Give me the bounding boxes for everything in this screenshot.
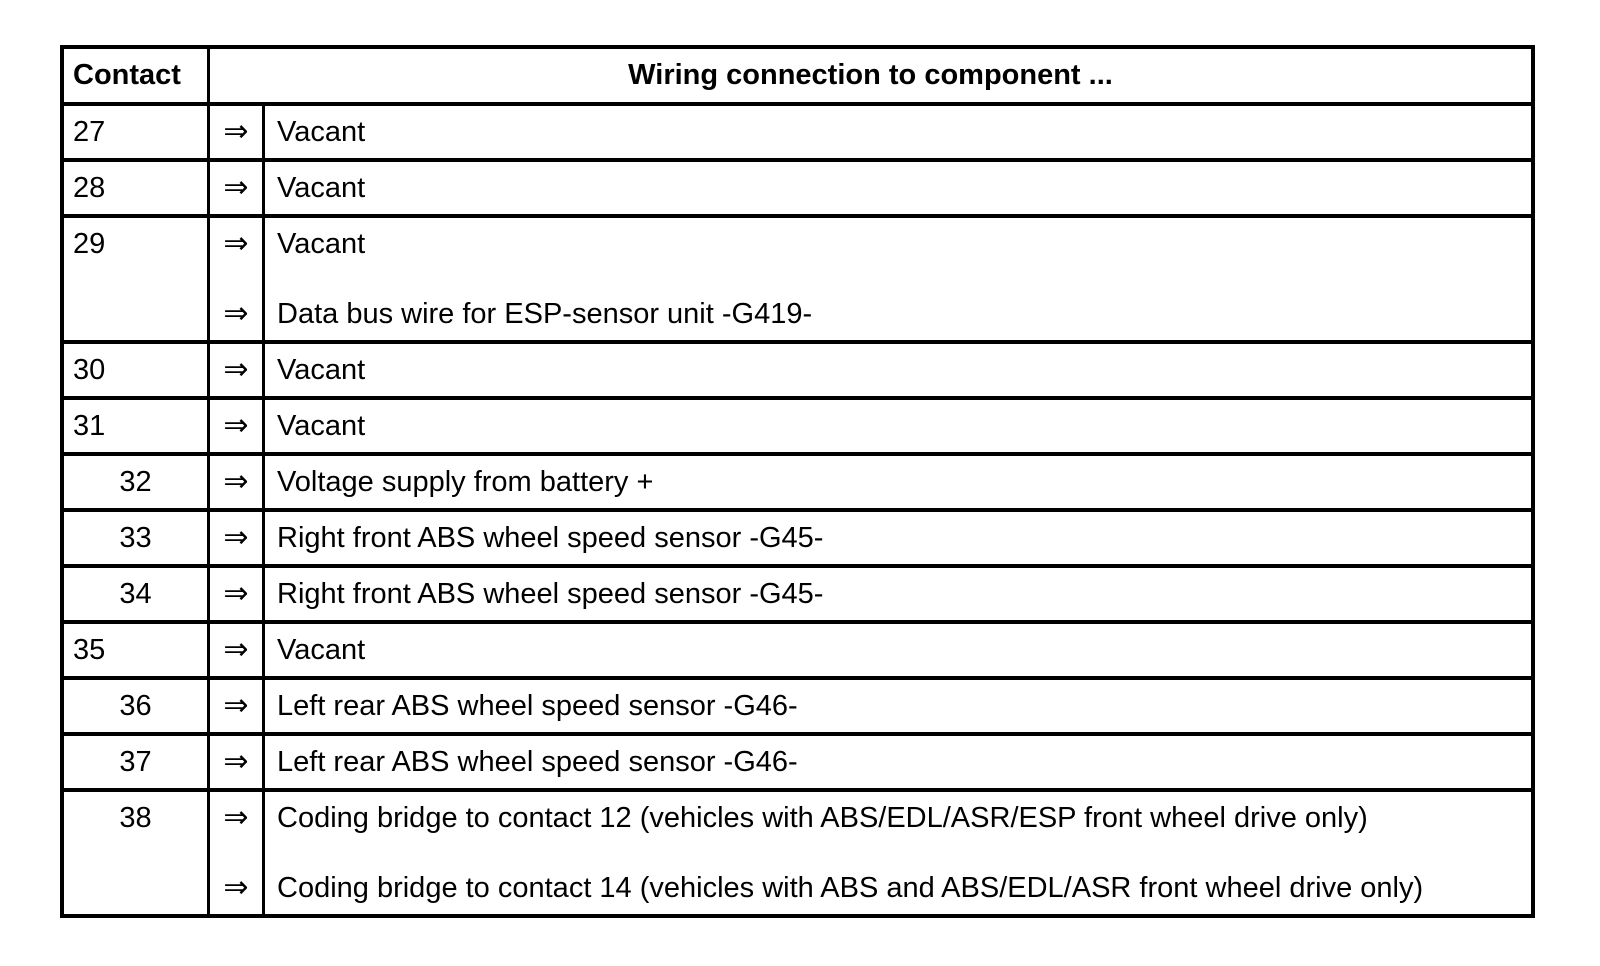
contact-cell: 30: [64, 344, 207, 396]
contact-number: 27: [73, 115, 106, 148]
wiring-column-header: Wiring connection to component ...: [207, 49, 1531, 102]
connection-cell: Right front ABS wheel speed sensor -G45-: [262, 512, 1531, 564]
arrow-cell: ⇒: [207, 400, 262, 452]
connection-text: Right front ABS wheel speed sensor -G45-: [277, 577, 824, 610]
table-header-row: Contact Wiring connection to component .…: [64, 49, 1531, 102]
double-arrow-icon: ⇒: [223, 464, 249, 499]
double-arrow-icon: ⇒: [223, 744, 249, 779]
table-row: 27 ⇒ Vacant: [64, 102, 1531, 158]
contact-number: 34: [119, 577, 152, 610]
contact-cell: 37: [64, 736, 207, 788]
arrow-cell: ⇒⇒: [207, 218, 262, 340]
arrow-cell: ⇒: [207, 736, 262, 788]
contact-number: 31: [73, 409, 106, 442]
contact-column-header: Contact: [73, 59, 181, 91]
contact-number: 38: [119, 801, 152, 834]
arrow-cell: ⇒: [207, 624, 262, 676]
table-row: 38 ⇒⇒ Coding bridge to contact 12 (vehic…: [64, 788, 1531, 914]
connection-cell: Left rear ABS wheel speed sensor -G46-: [262, 736, 1531, 788]
connection-text: Coding bridge to contact 14 (vehicles wi…: [277, 871, 1424, 904]
connection-cell: Voltage supply from battery +: [262, 456, 1531, 508]
contact-number: 28: [73, 171, 106, 204]
double-arrow-icon: ⇒: [223, 226, 249, 261]
table-row: 37 ⇒ Left rear ABS wheel speed sensor -G…: [64, 732, 1531, 788]
double-arrow-icon: ⇒: [223, 352, 249, 387]
double-arrow-icon: ⇒: [223, 688, 249, 723]
table-row: 33 ⇒ Right front ABS wheel speed sensor …: [64, 508, 1531, 564]
contact-cell: 38: [64, 792, 207, 914]
contact-number: 33: [119, 521, 152, 554]
contact-cell: 31: [64, 400, 207, 452]
contact-number: 32: [119, 465, 152, 498]
connection-cell: Vacant: [262, 624, 1531, 676]
table-row: 32 ⇒ Voltage supply from battery +: [64, 452, 1531, 508]
arrow-cell: ⇒: [207, 456, 262, 508]
double-arrow-icon: ⇒: [223, 408, 249, 443]
connection-text: Left rear ABS wheel speed sensor -G46-: [277, 745, 798, 778]
connection-text: Right front ABS wheel speed sensor -G45-: [277, 521, 824, 554]
table-row: 28 ⇒ Vacant: [64, 158, 1531, 214]
contact-cell: 36: [64, 680, 207, 732]
connection-cell: Vacant: [262, 344, 1531, 396]
connection-text: Vacant: [277, 409, 366, 442]
connection-text: Vacant: [277, 171, 366, 204]
contact-number: 36: [119, 689, 152, 722]
arrow-cell: ⇒: [207, 344, 262, 396]
contact-cell: 33: [64, 512, 207, 564]
contact-number: 29: [73, 227, 106, 260]
contact-cell: 29: [64, 218, 207, 340]
contact-cell: 32: [64, 456, 207, 508]
double-arrow-icon: ⇒: [223, 296, 249, 331]
connection-text: Vacant: [277, 633, 366, 666]
double-arrow-icon: ⇒: [223, 870, 249, 905]
contact-number: 37: [119, 745, 152, 778]
connection-text: Left rear ABS wheel speed sensor -G46-: [277, 689, 798, 722]
table-row: 36 ⇒ Left rear ABS wheel speed sensor -G…: [64, 676, 1531, 732]
double-arrow-icon: ⇒: [223, 576, 249, 611]
contact-number: 35: [73, 633, 106, 666]
connection-cell: Right front ABS wheel speed sensor -G45-: [262, 568, 1531, 620]
table-row: 35 ⇒ Vacant: [64, 620, 1531, 676]
connection-cell: Vacant: [262, 400, 1531, 452]
double-arrow-icon: ⇒: [223, 170, 249, 205]
double-arrow-icon: ⇒: [223, 520, 249, 555]
connection-cell: Coding bridge to contact 12 (vehicles wi…: [262, 792, 1531, 914]
wiring-connection-table: Contact Wiring connection to component .…: [60, 45, 1535, 918]
connection-cell: Left rear ABS wheel speed sensor -G46-: [262, 680, 1531, 732]
connection-text: Vacant: [277, 227, 366, 260]
double-arrow-icon: ⇒: [223, 800, 249, 835]
arrow-cell: ⇒: [207, 106, 262, 158]
arrow-cell: ⇒⇒: [207, 792, 262, 914]
connection-text: Data bus wire for ESP-sensor unit -G419-: [277, 297, 813, 330]
arrow-cell: ⇒: [207, 680, 262, 732]
arrow-cell: ⇒: [207, 162, 262, 214]
table-row: 31 ⇒ Vacant: [64, 396, 1531, 452]
table-row: 30 ⇒ Vacant: [64, 340, 1531, 396]
double-arrow-icon: ⇒: [223, 114, 249, 149]
connection-text: Coding bridge to contact 12 (vehicles wi…: [277, 801, 1368, 834]
contact-cell: 27: [64, 106, 207, 158]
contact-number: 30: [73, 353, 106, 386]
connection-text: Voltage supply from battery +: [277, 465, 654, 498]
contact-cell: 34: [64, 568, 207, 620]
arrow-cell: ⇒: [207, 512, 262, 564]
connection-cell: Vacant: [262, 106, 1531, 158]
connection-text: Vacant: [277, 353, 366, 386]
table-row: 34 ⇒ Right front ABS wheel speed sensor …: [64, 564, 1531, 620]
connection-cell: Vacant: [262, 162, 1531, 214]
contact-cell: 35: [64, 624, 207, 676]
contact-cell: 28: [64, 162, 207, 214]
connection-text: Vacant: [277, 115, 366, 148]
arrow-cell: ⇒: [207, 568, 262, 620]
double-arrow-icon: ⇒: [223, 632, 249, 667]
